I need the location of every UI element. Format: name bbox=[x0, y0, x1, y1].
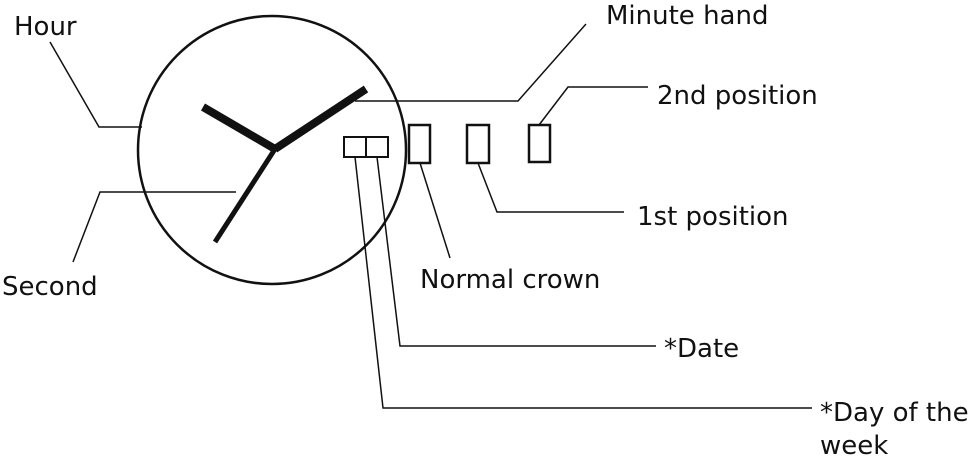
day-window bbox=[343, 136, 367, 158]
crown-1st-position bbox=[465, 123, 491, 165]
crown-2nd-position bbox=[527, 123, 552, 164]
normal-crown-leader bbox=[419, 162, 451, 259]
date-leader bbox=[376, 156, 656, 347]
second-leader bbox=[72, 191, 236, 263]
1st-position-leader bbox=[477, 162, 624, 213]
day-of-week-leader bbox=[354, 156, 812, 409]
hour-leader bbox=[49, 41, 142, 128]
hour-label: Hour bbox=[14, 12, 77, 42]
second-hand bbox=[212, 147, 278, 244]
1st-position-label: 1st position bbox=[637, 202, 789, 232]
second-label: Second bbox=[2, 272, 98, 302]
2nd-position-label: 2nd position bbox=[657, 81, 818, 111]
day-of-week-label: *Day of the week bbox=[820, 398, 969, 461]
minute-hand-label: Minute hand bbox=[606, 1, 769, 31]
normal-crown-label: Normal crown bbox=[420, 265, 601, 295]
hour-hand bbox=[200, 103, 278, 153]
date-window bbox=[365, 136, 389, 158]
date-label: *Date bbox=[664, 334, 740, 364]
minute-hand bbox=[272, 85, 369, 153]
crown-normal-position bbox=[407, 123, 432, 165]
minute-hand-leader bbox=[355, 23, 587, 102]
2nd-position-leader bbox=[538, 86, 648, 126]
watch-dial bbox=[136, 14, 408, 286]
